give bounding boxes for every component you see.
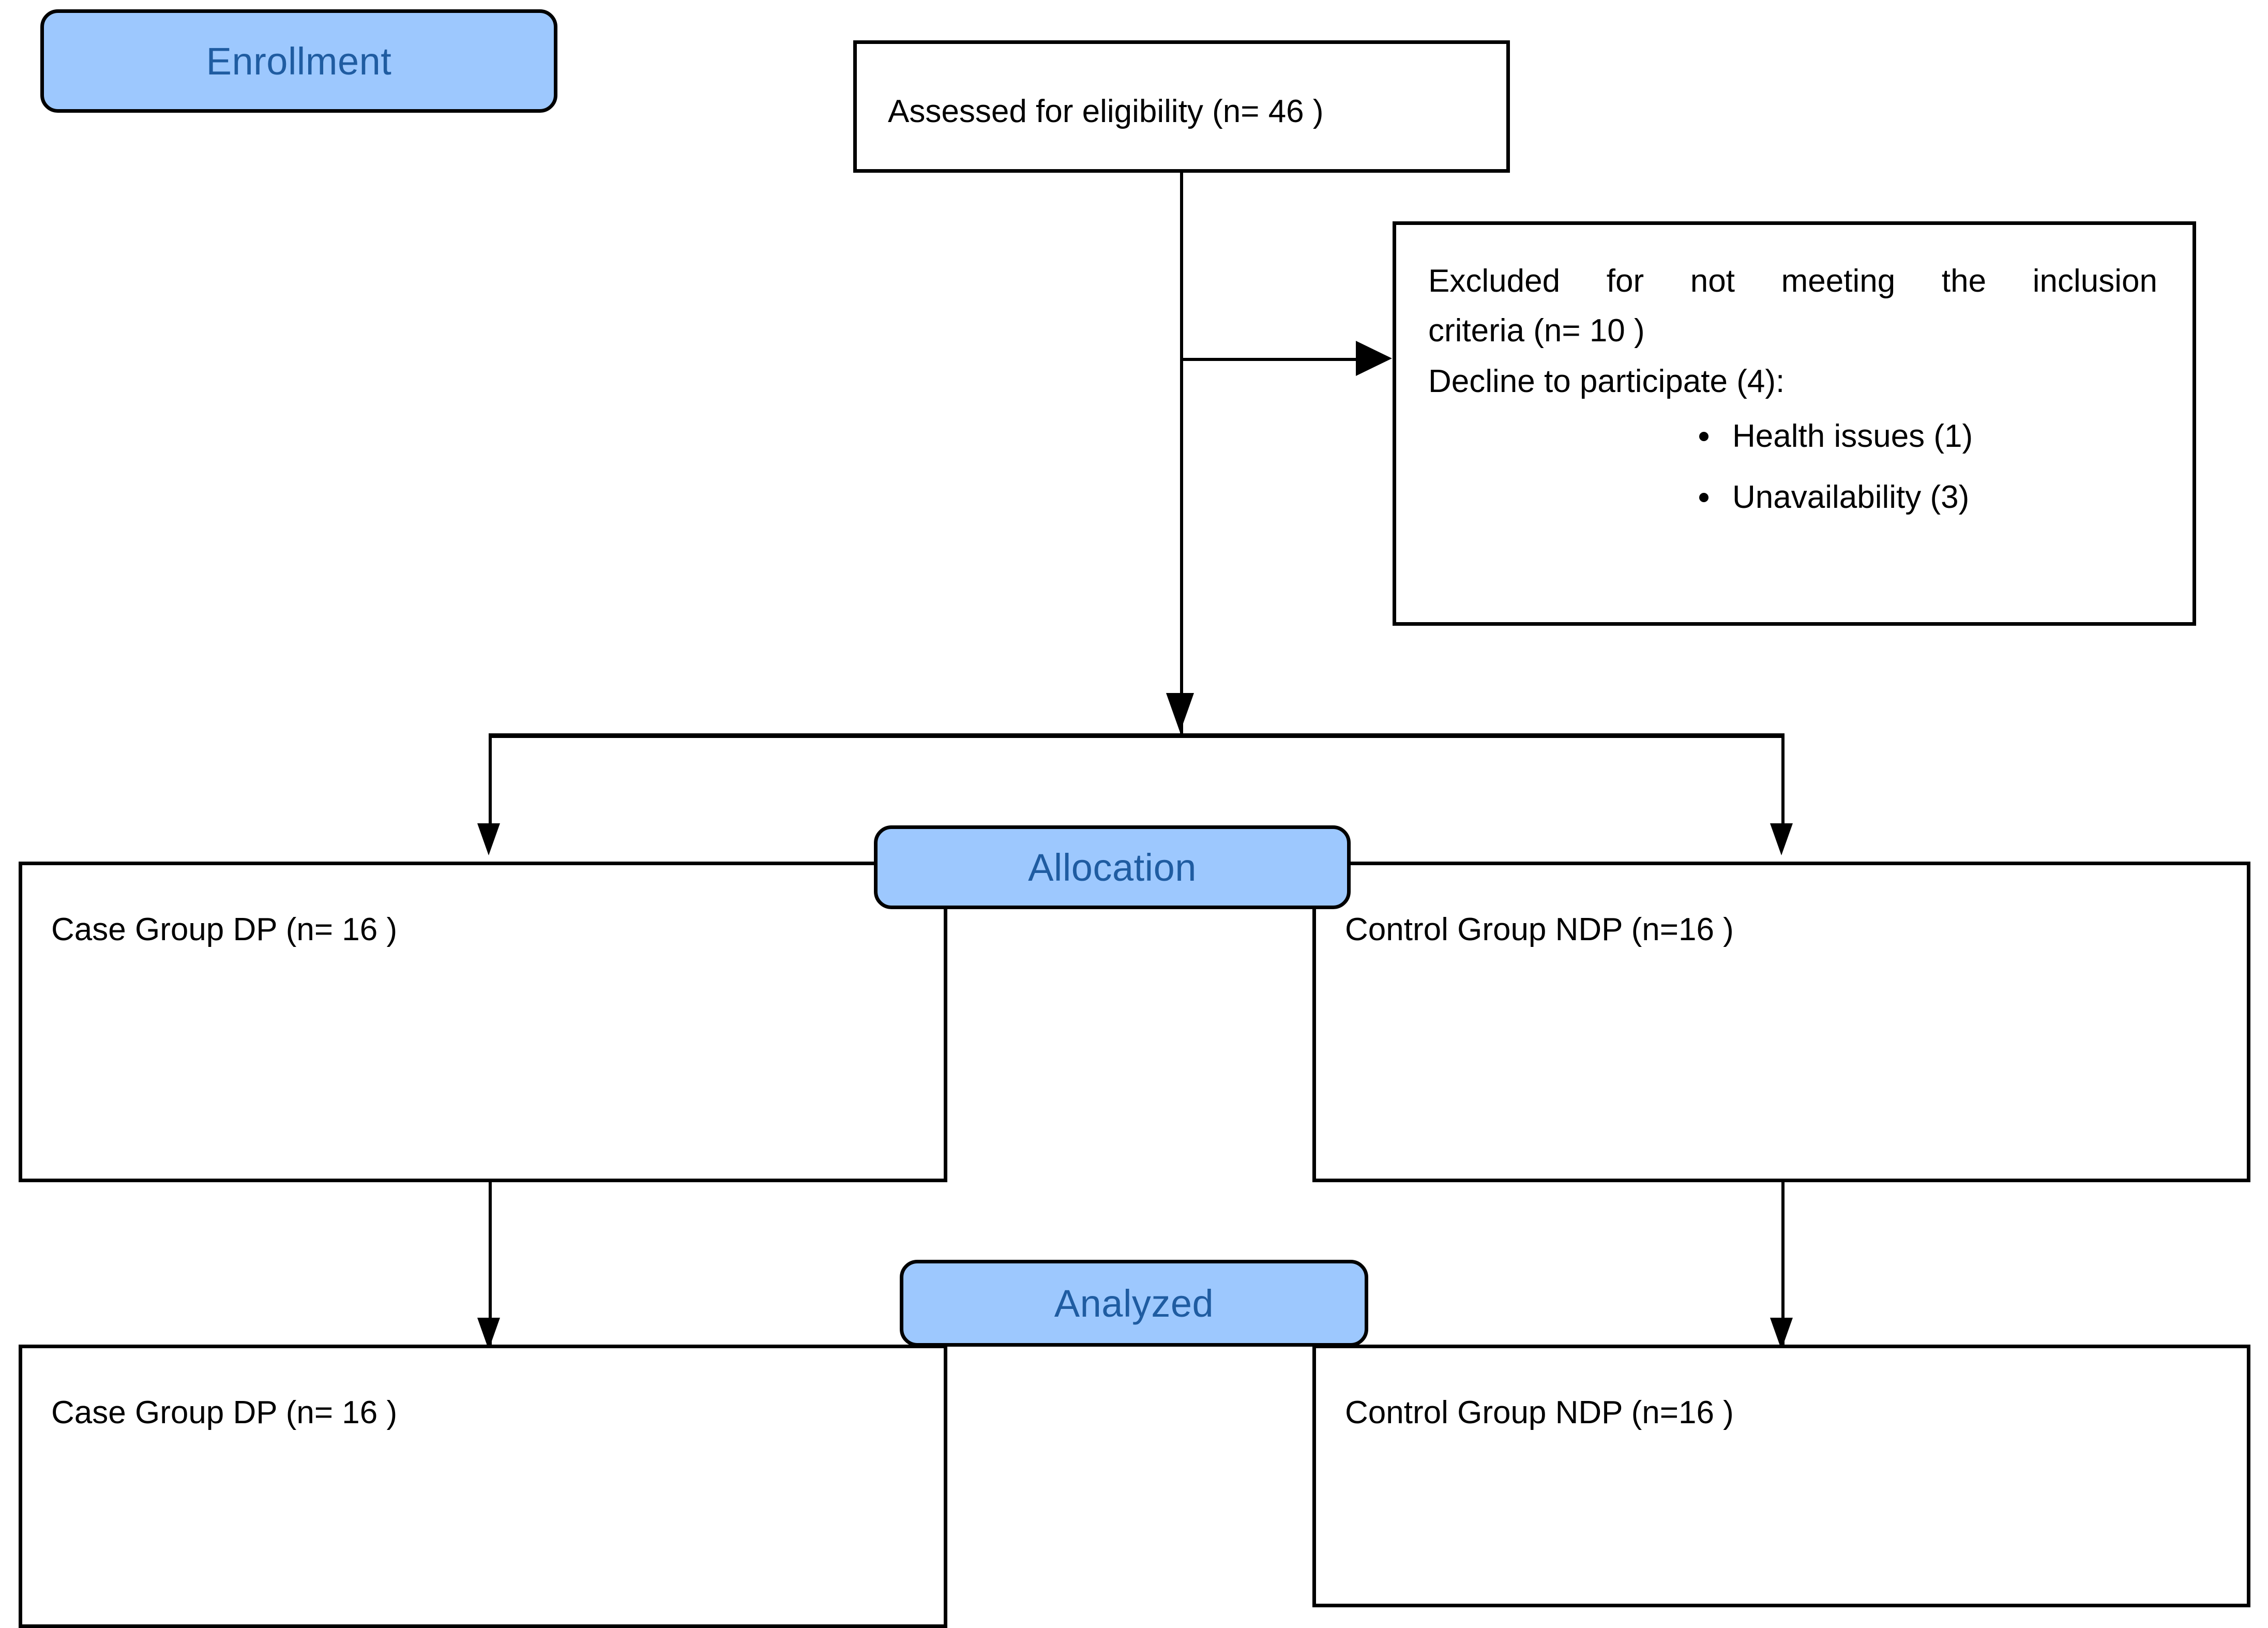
node-assessed-for-eligibility[interactable]: Assessed for eligibility (n= 46 ) [853,40,1510,173]
connector-trunk-vertical [1180,173,1183,736]
node-analyzed-case-group-text: Case Group DP (n= 16 ) [51,1395,398,1430]
node-excluded-line-3: Decline to participate (4): [1428,364,1785,399]
node-excluded-line-1: Excluded for not meeting the inclusion [1428,263,2157,299]
node-assessed-for-eligibility-text: Assessed for eligibility (n= 46 ) [888,94,1324,129]
node-allocation-control-group-text: Control Group NDP (n=16 ) [1345,912,1734,947]
stage-badge-allocation[interactable]: Allocation [874,825,1351,909]
connector-control-to-analyzed [1781,1182,1785,1354]
node-allocation-control-group[interactable]: Control Group NDP (n=16 ) [1312,862,2250,1182]
list-item: Unavailability (3) [1696,473,2151,522]
node-excluded-bullet-list: Health issues (1) Unavailability (3) [1696,412,2151,534]
node-excluded-bullet-0-label: Health issues (1) [1732,418,1973,454]
stage-badge-allocation-label: Allocation [1028,846,1197,889]
connector-allocation-left-drop [489,733,492,830]
connector-control-to-analyzed-arrowhead [1770,1318,1793,1350]
stage-badge-enrollment-label: Enrollment [206,39,392,83]
node-analyzed-control-group-text: Control Group NDP (n=16 ) [1345,1395,1734,1430]
connector-allocation-split-bus [489,733,1781,738]
connector-allocation-left-arrowhead [477,823,500,855]
list-item: Health issues (1) [1696,412,2151,461]
bullet-icon [1699,432,1708,441]
stage-badge-analyzed[interactable]: Analyzed [900,1260,1368,1347]
connector-allocation-right-arrowhead [1770,823,1793,855]
connector-to-excluded [1180,358,1387,361]
bullet-icon [1699,493,1708,503]
connector-case-to-analyzed [489,1182,492,1354]
connector-allocation-right-drop [1781,733,1785,830]
connector-case-to-analyzed-arrowhead [477,1318,500,1350]
stage-badge-analyzed-label: Analyzed [1054,1282,1214,1325]
connector-to-excluded-arrowhead [1356,341,1392,376]
node-analyzed-control-group[interactable]: Control Group NDP (n=16 ) [1312,1345,2250,1607]
node-analyzed-case-group[interactable]: Case Group DP (n= 16 ) [19,1345,947,1628]
node-allocation-case-group-text: Case Group DP (n= 16 ) [51,912,398,947]
node-excluded-bullet-1-label: Unavailability (3) [1732,479,1970,516]
node-excluded-line-2: criteria (n= 10 ) [1428,313,1645,349]
stage-badge-enrollment[interactable]: Enrollment [40,9,557,113]
node-excluded[interactable]: Excluded for not meeting the inclusion c… [1393,221,2196,626]
node-allocation-case-group[interactable]: Case Group DP (n= 16 ) [19,862,947,1182]
connector-trunk-arrowhead [1166,693,1194,732]
